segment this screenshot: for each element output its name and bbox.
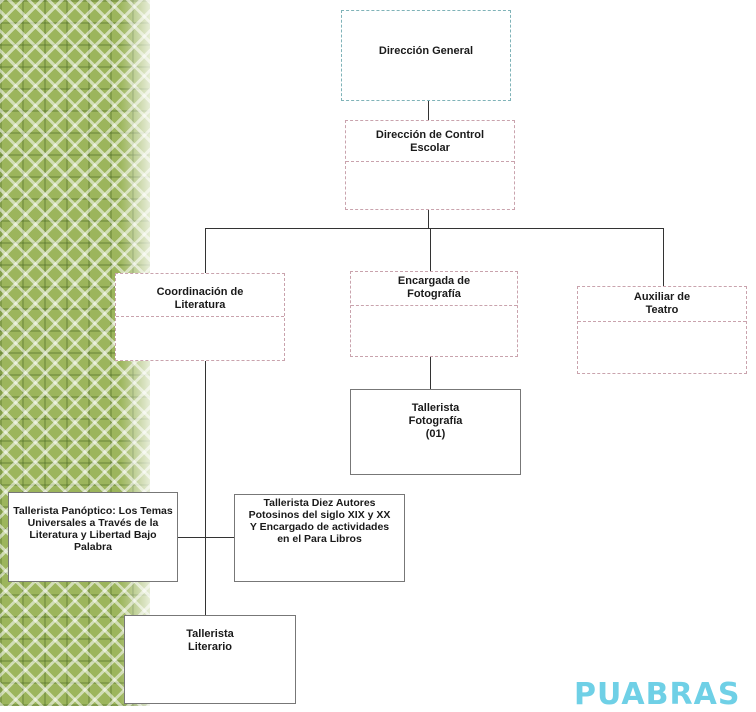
node-label: Tallerista Literario	[186, 628, 234, 653]
node-tallerista-literario: Tallerista Literario	[124, 615, 296, 704]
node-label: Auxiliar de Teatro	[633, 291, 691, 316]
connector-line	[428, 100, 429, 120]
node-label: Dirección de Control Escolar	[375, 129, 485, 154]
connector-line	[428, 210, 429, 228]
connector-line	[205, 228, 663, 229]
node-encargada-fotografia: Encargada de Fotografía	[350, 271, 518, 357]
node-label: Tallerista Fotografía (01)	[408, 402, 463, 440]
node-coordinacion-literatura: Coordinación de Literatura	[115, 273, 285, 361]
connector-line	[205, 360, 206, 615]
node-divider	[346, 161, 514, 162]
node-auxiliar-teatro: Auxiliar de Teatro	[577, 286, 747, 374]
node-label: Coordinación de Literatura	[156, 286, 244, 311]
node-label: Tallerista Diez Autores Potosinos del si…	[248, 497, 391, 545]
connector-line	[663, 228, 664, 286]
node-tallerista-fotografia: Tallerista Fotografía (01)	[350, 389, 521, 475]
node-direccion-general: Dirección General	[341, 10, 511, 101]
connector-line	[430, 357, 431, 389]
node-divider	[351, 305, 517, 306]
connector-line	[430, 228, 431, 271]
node-label: Dirección General	[378, 45, 474, 57]
node-label: Encargada de Fotografía	[397, 275, 471, 300]
node-divider	[578, 321, 746, 322]
node-label: Tallerista Panóptico: Los Temas Universa…	[13, 505, 173, 553]
node-tallerista-panoptico: Tallerista Panóptico: Los Temas Universa…	[8, 492, 178, 582]
node-tallerista-autores: Tallerista Diez Autores Potosinos del si…	[234, 494, 405, 582]
connector-line	[205, 228, 206, 273]
node-divider	[116, 316, 284, 317]
connector-line	[178, 537, 235, 538]
brand-logo: PUABRAS	[574, 677, 741, 712]
node-direccion-control-escolar: Dirección de Control Escolar	[345, 120, 515, 210]
